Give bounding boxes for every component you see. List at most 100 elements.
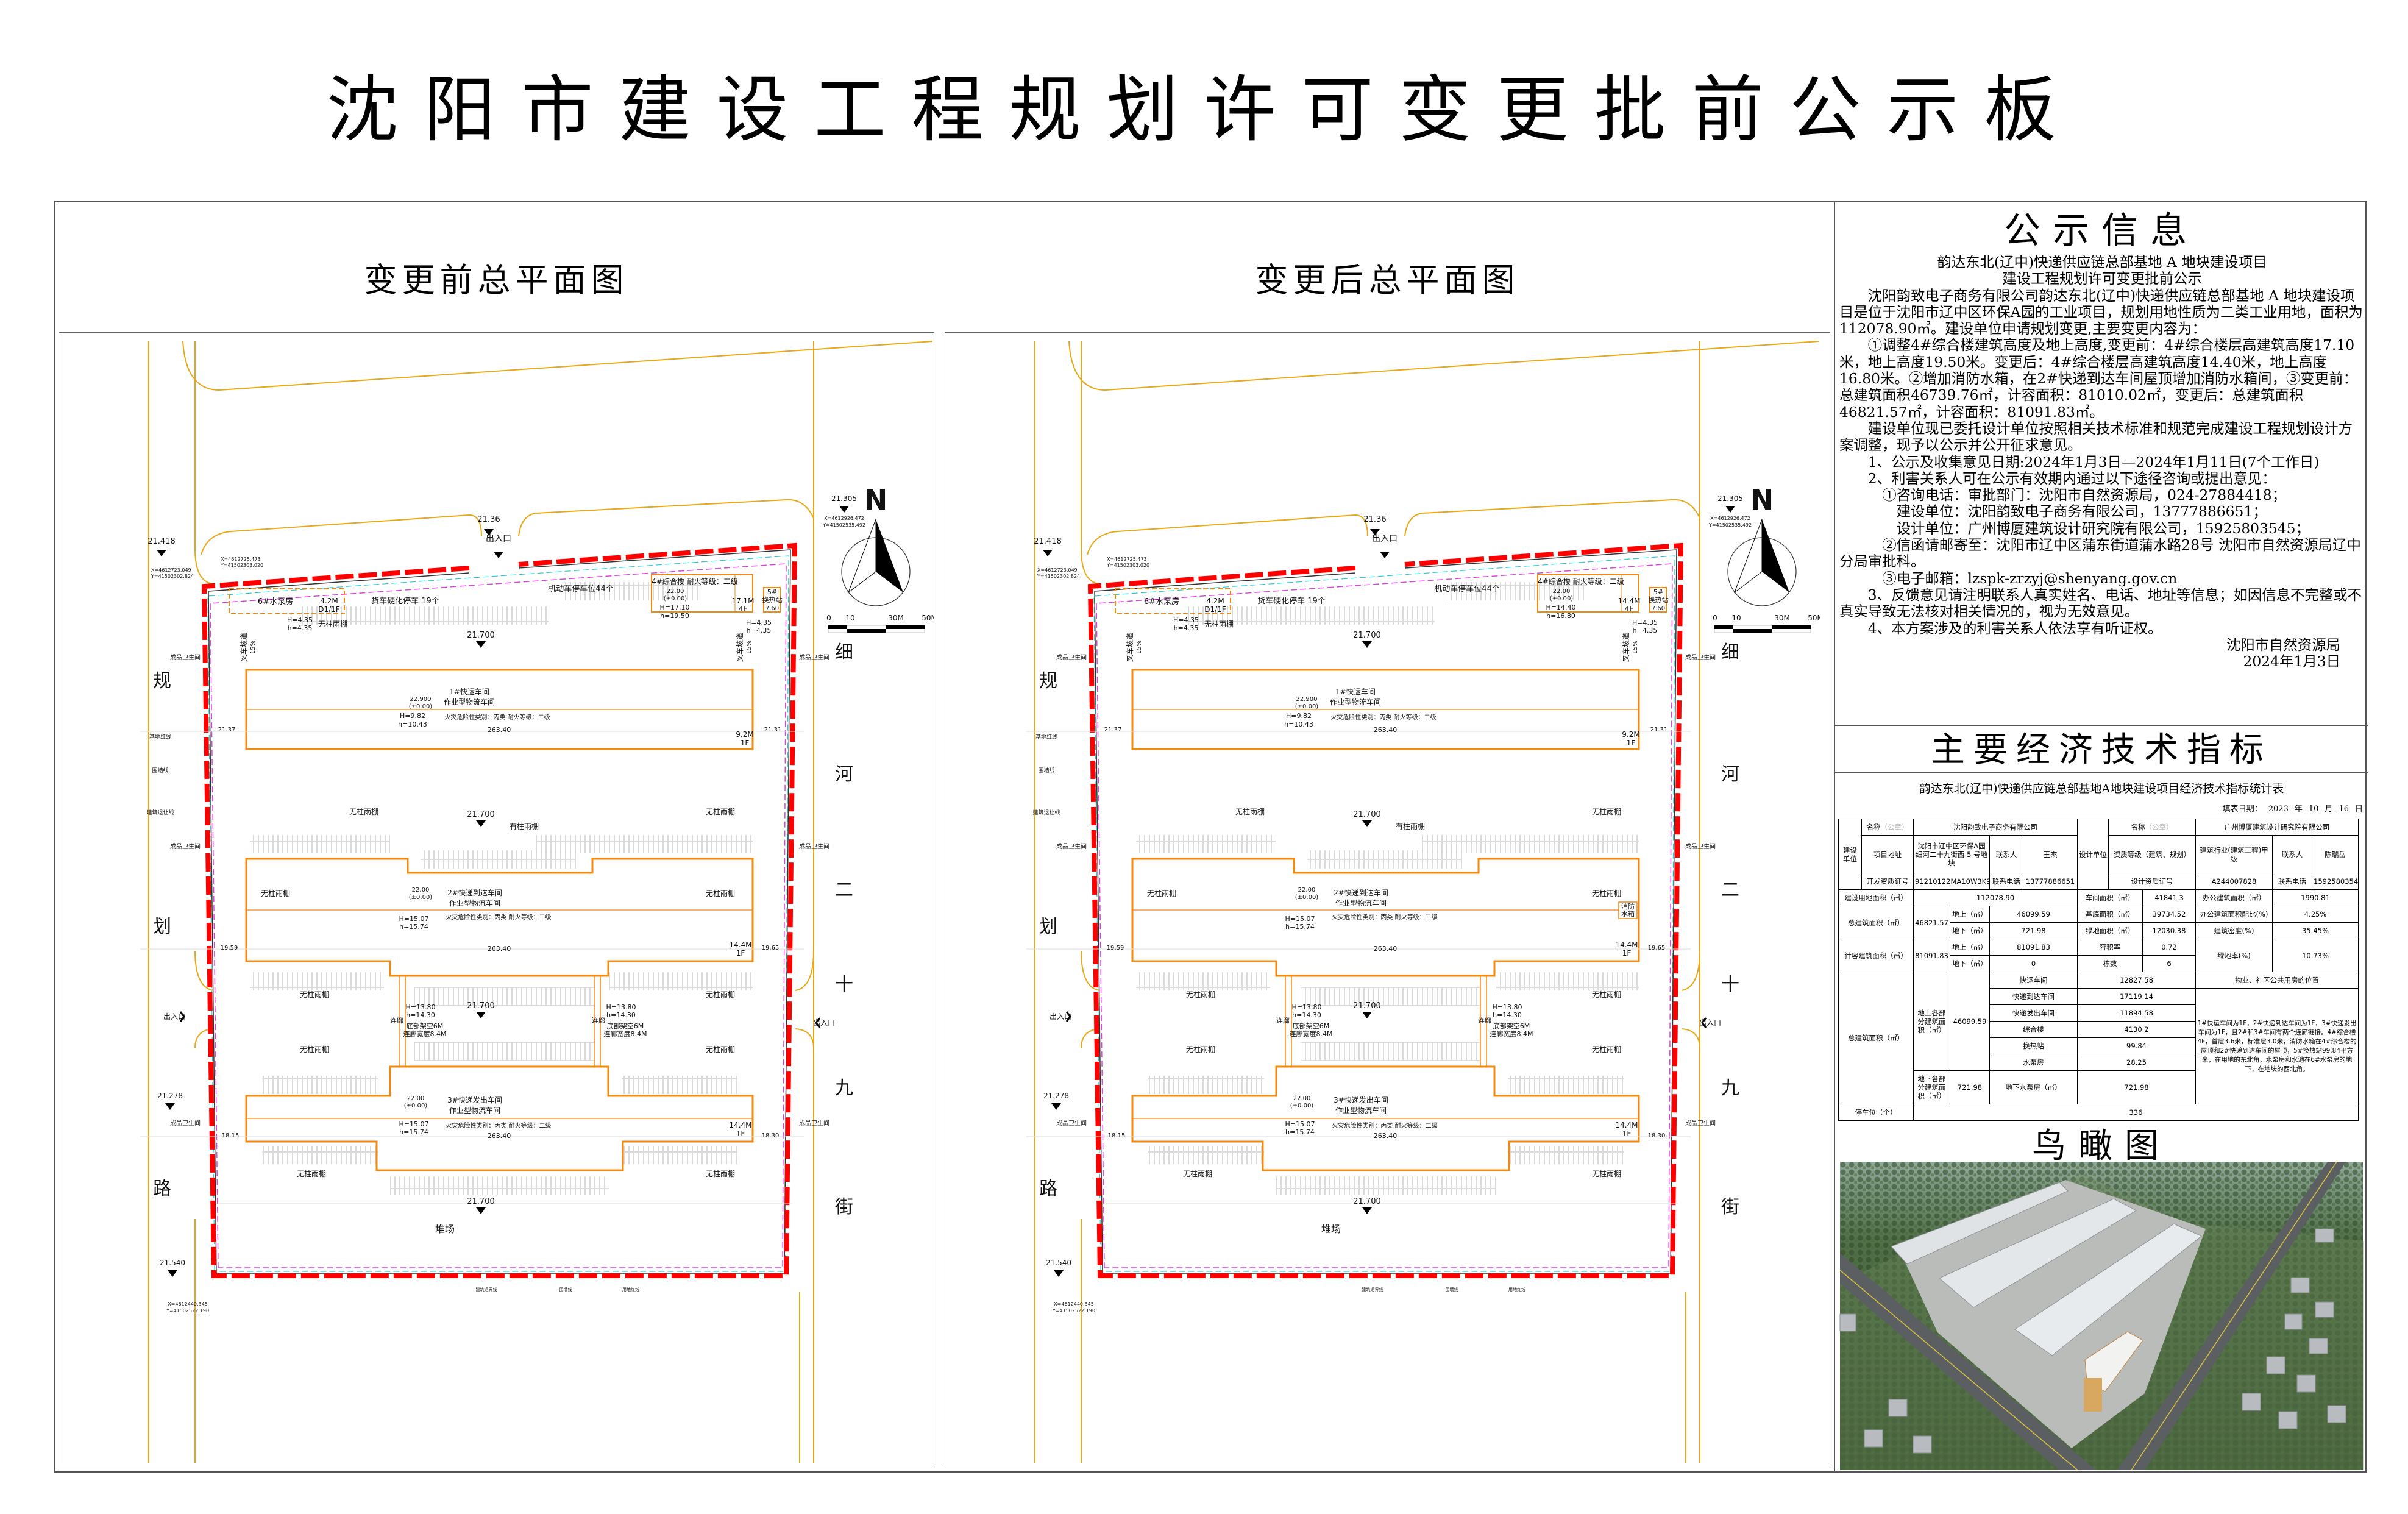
plan-label-coord_ne_y: Y=41502535.492 — [822, 522, 865, 528]
scale-bar — [1714, 625, 1811, 633]
plan-label-road_e-4: 九 — [1721, 1078, 1739, 1099]
parking-row — [1276, 1176, 1496, 1195]
far-label: 容积率 — [2077, 939, 2143, 956]
scale-seg — [886, 625, 925, 629]
plan-label-canopy_open: 无柱雨棚 — [297, 1169, 326, 1178]
plan-label-elev_site: 21.700 — [467, 810, 495, 819]
plan-label-canopy_open: 无柱雨棚 — [1204, 619, 1234, 628]
corridors — [399, 976, 601, 1067]
plan-after-title: 变更后总平面图 — [1255, 261, 1520, 299]
aerial-building-3 — [2014, 1223, 2202, 1356]
parking-row — [262, 1146, 378, 1164]
green-rate-label: 绿地率(%) — [2195, 939, 2273, 972]
plan-label-b23_h: h=15.74 — [399, 1128, 428, 1136]
elevation-marker-icon — [1362, 1012, 1372, 1018]
plan-label-corr_h: h=14.30 — [606, 1011, 636, 1019]
gfa-below: 721.98 — [1989, 922, 2078, 939]
plan-label-legend_setback: 建筑退让线 — [146, 809, 174, 816]
aerial-building-1 — [1891, 1182, 2069, 1265]
parking-row — [1301, 1042, 1480, 1061]
scale-bar — [828, 625, 925, 633]
below-label: 地下（㎡） — [1950, 922, 1990, 939]
plan-label-b5_name2: 换热站 — [762, 595, 783, 604]
table-title: 韵达东北(辽中)快递供应链总部基地A地块建设项目经济技术指标统计表 — [1919, 782, 2284, 795]
road-west — [1840, 1253, 2096, 1470]
public-room-label: 物业、社区公共用房的位置 — [2195, 972, 2359, 989]
elevation-marker-icon — [839, 506, 849, 513]
plan-label-note_red: 用地红线 — [622, 1287, 639, 1292]
plan-label-scale_30: 30M — [1774, 614, 1790, 622]
plan-label-b23_height: 14.4M — [1615, 940, 1638, 949]
plan-label-elev_rel: (±0.00) — [409, 703, 433, 710]
plan-label-toilet: 成品卫生间 — [170, 1119, 201, 1127]
fill-day: 16 — [2339, 805, 2349, 814]
builder-contact: 王杰 — [2023, 835, 2078, 873]
compass-needle-outline — [1733, 519, 1763, 594]
plan-label-elev_site: 21.700 — [1353, 1197, 1381, 1206]
plan-label-canopy_open: 无柱雨棚 — [300, 990, 329, 999]
parking-row — [414, 987, 594, 1006]
plan-label-b1_height: 9.2M — [1622, 730, 1639, 739]
site-red-line — [1087, 542, 1684, 1278]
page-title: 沈阳市建设工程规划许可变更批前公示板 — [326, 68, 2082, 152]
green-area: 12030.38 — [2142, 922, 2196, 939]
plan-label-b6_height: 4.2M — [1206, 597, 1224, 605]
workshop-area-label: 车间面积（㎡） — [2077, 889, 2143, 906]
plan-label-canopy_open: 无柱雨棚 — [1186, 990, 1215, 999]
below-label: 地下（㎡） — [1950, 955, 1990, 972]
plan-label-scale_50: 50M — [922, 614, 934, 622]
part-area: 11894.58 — [2077, 1004, 2196, 1022]
parking-row — [414, 1042, 594, 1061]
plan-label-toilet: 成品卫生间 — [1056, 842, 1087, 850]
plan-label-b4_height: 14.4M — [1618, 597, 1640, 605]
gfa-label: 总建筑面积（㎡） — [1838, 906, 1914, 939]
designer-label: 设计单位 — [2077, 819, 2109, 890]
plan-label-b4_h: h=16.80 — [1546, 612, 1575, 620]
elevation-marker-icon — [476, 820, 486, 827]
plan-label-corridor: 连廊 — [1478, 1016, 1491, 1025]
building-3 — [245, 1065, 754, 1171]
plan-label-corridor: 连廊 — [390, 1016, 403, 1025]
plan-label-canopy_open: 无柱雨棚 — [1235, 807, 1265, 816]
plan-before-title: 变更前总平面图 — [364, 261, 629, 299]
north-arrow-icon — [841, 519, 911, 606]
plan-label-fire_tank2: 水箱 — [1621, 909, 1635, 918]
gfa-above: 46099.59 — [1989, 906, 2078, 923]
plan-label-road_e-0: 细 — [835, 642, 853, 663]
parking-label: 停车位（个） — [1838, 1104, 1914, 1121]
plan-label-road_w-2: 路 — [1039, 1178, 1057, 1199]
plan-label-corr_stilt: 底部架空6M — [1293, 1022, 1330, 1030]
building-3 — [1131, 1065, 1640, 1171]
entrance-arrow-icon — [179, 1011, 821, 1028]
plan-label-b1_type: 作业型物流车间 — [444, 697, 495, 706]
designer-phone: 15925803545 — [2311, 873, 2359, 890]
plan-label-coord_nw_x: X=4612723.049 — [151, 567, 191, 573]
plan-label-toilet: 成品卫生间 — [170, 653, 201, 661]
plan-label-b4_H: H=17.10 — [660, 603, 690, 611]
plan-label-elev_ne: 21.305 — [831, 494, 857, 503]
plan-label-b6_H: H=4.35 — [1173, 616, 1199, 624]
plan-label-note_wall: 围墙线 — [1446, 1287, 1458, 1292]
plan-label-b5_dim: 7.60 — [1652, 605, 1665, 612]
plan-label-fire_tank1: 消防 — [1621, 902, 1635, 911]
plan-label-legend_wall: 围墙线 — [1038, 767, 1054, 774]
plan-label-canopy_open: 无柱雨棚 — [706, 1045, 735, 1054]
parking-row — [1508, 1076, 1624, 1094]
plan-label-toilet: 成品卫生间 — [799, 842, 829, 850]
land-area-label: 建设用地面积（㎡） — [1838, 889, 1914, 906]
plan-label-elev_w1: 21.37 — [218, 727, 236, 733]
elevation-marker-icon — [476, 1012, 486, 1018]
builder-name-label: 名称（公章） — [1861, 819, 1914, 836]
plan-label-north: N — [864, 483, 888, 516]
divider — [1835, 772, 2368, 773]
parking-row — [299, 606, 549, 625]
parking-row — [421, 850, 576, 869]
plan-label-length: 263.40 — [488, 726, 511, 734]
plan-label-coord_sw_y: Y=41502522.190 — [166, 1308, 209, 1313]
plan-label-canopy_column: 有柱雨棚 — [510, 822, 539, 831]
plan-label-ramp: 叉车坡道 — [1621, 633, 1630, 662]
notice-item: 3、反馈意见请注明联系人真实姓名、电话、地址等信息；如因信息不完整或不真实导致无… — [1839, 586, 2362, 620]
plan-label-ramp: 叉车坡道 — [1125, 633, 1134, 662]
road-edge-north — [182, 341, 933, 555]
building-2 — [1131, 858, 1640, 977]
